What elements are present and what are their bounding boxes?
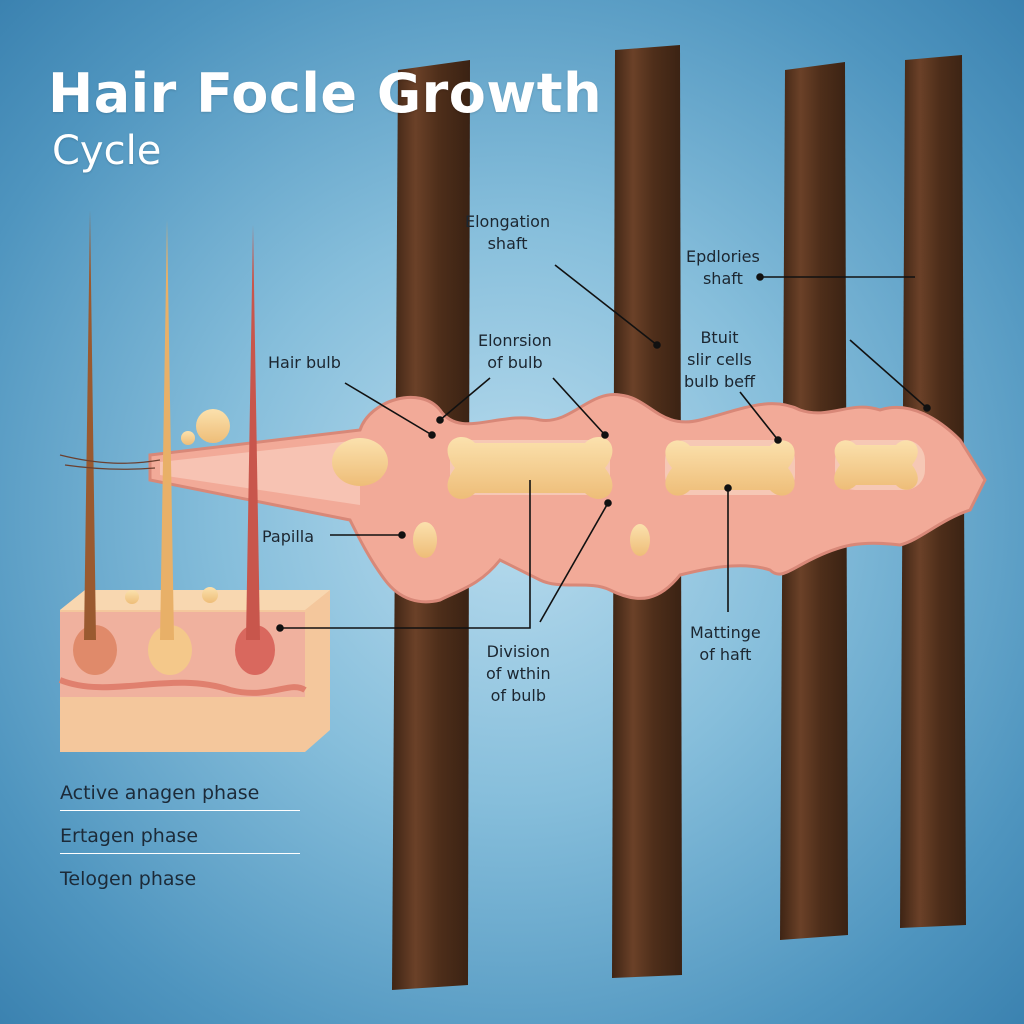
label-line: shaft [487,234,528,253]
label-line: bulb beff [684,372,756,391]
legend-item-anagen: Active anagen phase [60,782,300,811]
label-line: Elongation [465,212,551,231]
bulb-2 [665,440,795,496]
label-line: of haft [699,645,752,664]
label-line: slir cells [687,350,752,369]
label-line: Division [486,642,550,661]
title-line-2: Cycle [52,128,162,174]
skin-block [58,587,330,752]
label-line: of bulb [487,353,543,372]
label-epdlories-shaft: Epdlories shaft [686,246,760,290]
label-elongation-shaft: Elongation shaft [465,211,550,255]
thin-hairs [59,210,260,640]
label-line: Epdlories [686,247,760,266]
label-elonrsion-bulb: Elonrsion of bulb [478,330,552,374]
label-line: Elonrsion [478,331,552,350]
bulb-1 [447,437,613,499]
label-line: Btuit [700,328,739,347]
label-papilla: Papilla [262,527,315,546]
title-line-1: Hair Focle Growth [48,62,603,125]
label-line: of wthin [486,664,551,683]
leader-lines [276,264,931,632]
label-line: of bulb [490,686,546,705]
label-line: Mattinge [690,623,761,642]
label-mattinge: Mattinge of haft [690,622,761,666]
follicle-band [148,393,987,604]
legend-item-ertagen: Ertagen phase [60,825,300,854]
label-division: Division of wthin of bulb [486,641,551,707]
label-bulb-cells: Btuit slir cells bulb beff [684,327,755,393]
label-hair-bulb: Hair bulb [268,353,341,372]
legend-item-telogen: Telogen phase [60,868,197,890]
bulb-3 [834,440,918,490]
label-line: shaft [702,269,743,288]
